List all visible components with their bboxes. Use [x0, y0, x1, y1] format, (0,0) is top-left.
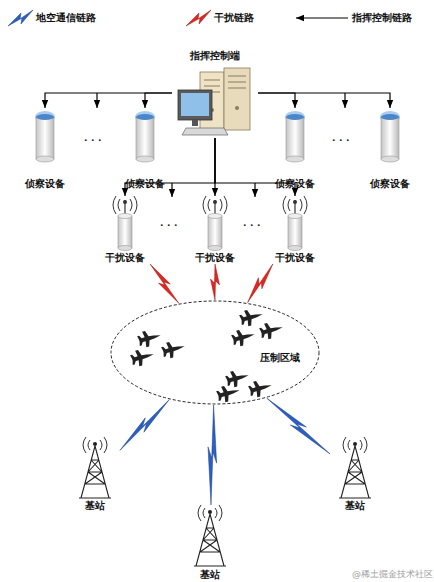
recon-device: 侦察设备: [115, 108, 175, 190]
ellipsis: · · ·: [160, 219, 177, 231]
legend-red-bolt: [186, 10, 211, 26]
node-label: 基站: [85, 500, 105, 512]
bus-arrow: [254, 183, 255, 197]
jammer-icon: [113, 196, 137, 251]
node-label: 基站: [345, 500, 365, 512]
base-station: 基站: [185, 505, 235, 581]
jammer-icon: [203, 196, 227, 251]
legend-text: 地空通信链路: [36, 12, 96, 24]
node-label: 指挥控制端: [190, 50, 240, 62]
jammer-icon: [283, 196, 307, 251]
node-label: 侦察设备: [125, 178, 165, 190]
air-ground-link: [208, 405, 217, 505]
base-station: 基站: [70, 440, 120, 512]
command-link: [125, 138, 215, 196]
node-label: 侦察设备: [370, 178, 410, 190]
jammer-device: 干扰设备: [270, 196, 320, 264]
base-station: 基站: [330, 440, 380, 512]
recon-device: 侦察设备: [360, 108, 420, 190]
jamming-link: [248, 264, 273, 303]
bus-arrow: [171, 183, 172, 197]
command-link: [45, 93, 172, 108]
watermark: @稀土掘金技术社区: [352, 568, 433, 581]
legend-text: 干扰链路: [214, 12, 254, 24]
recon-device: 侦察设备: [265, 108, 325, 190]
air-ground-link: [267, 398, 330, 454]
node-label: 侦察设备: [25, 178, 65, 190]
recon-icon: [285, 111, 305, 162]
jammer-device: 干扰设备: [100, 196, 150, 264]
ellipsis: · · ·: [332, 134, 349, 146]
jammer-device: 干扰设备: [190, 196, 240, 264]
node-label: 干扰设备: [195, 252, 235, 264]
tower-icon: [79, 437, 111, 498]
legend-text: 指挥控制链路: [352, 12, 412, 24]
legend-arrow: [296, 17, 348, 18]
recon-device: 侦察设备: [15, 108, 75, 190]
recon-icon: [135, 111, 155, 162]
node-label: 基站: [200, 569, 220, 581]
legend-blue-bolt: [8, 10, 33, 26]
command-terminal: 指挥控制端: [172, 50, 258, 138]
node-label: 干扰设备: [105, 252, 145, 264]
air-ground-link: [120, 400, 169, 451]
ellipsis: · · ·: [243, 219, 260, 231]
computer-icon: [178, 68, 250, 135]
tower-icon: [194, 505, 226, 566]
command-link: [258, 93, 295, 108]
recon-icon: [380, 111, 400, 162]
ellipsis: · · ·: [84, 134, 101, 146]
node-label: 侦察设备: [275, 178, 315, 190]
jamming-link: [150, 264, 179, 303]
suppression-area: 压制区域: [110, 300, 320, 405]
command-link: [258, 93, 390, 108]
command-link: [145, 93, 172, 108]
tower-icon: [339, 437, 371, 498]
node-label: 压制区域: [260, 352, 300, 364]
bus-arrow: [344, 93, 345, 108]
jamming-link: [211, 264, 220, 300]
node-label: 干扰设备: [275, 252, 315, 264]
recon-icon: [35, 111, 55, 162]
bus-arrow: [96, 93, 97, 108]
